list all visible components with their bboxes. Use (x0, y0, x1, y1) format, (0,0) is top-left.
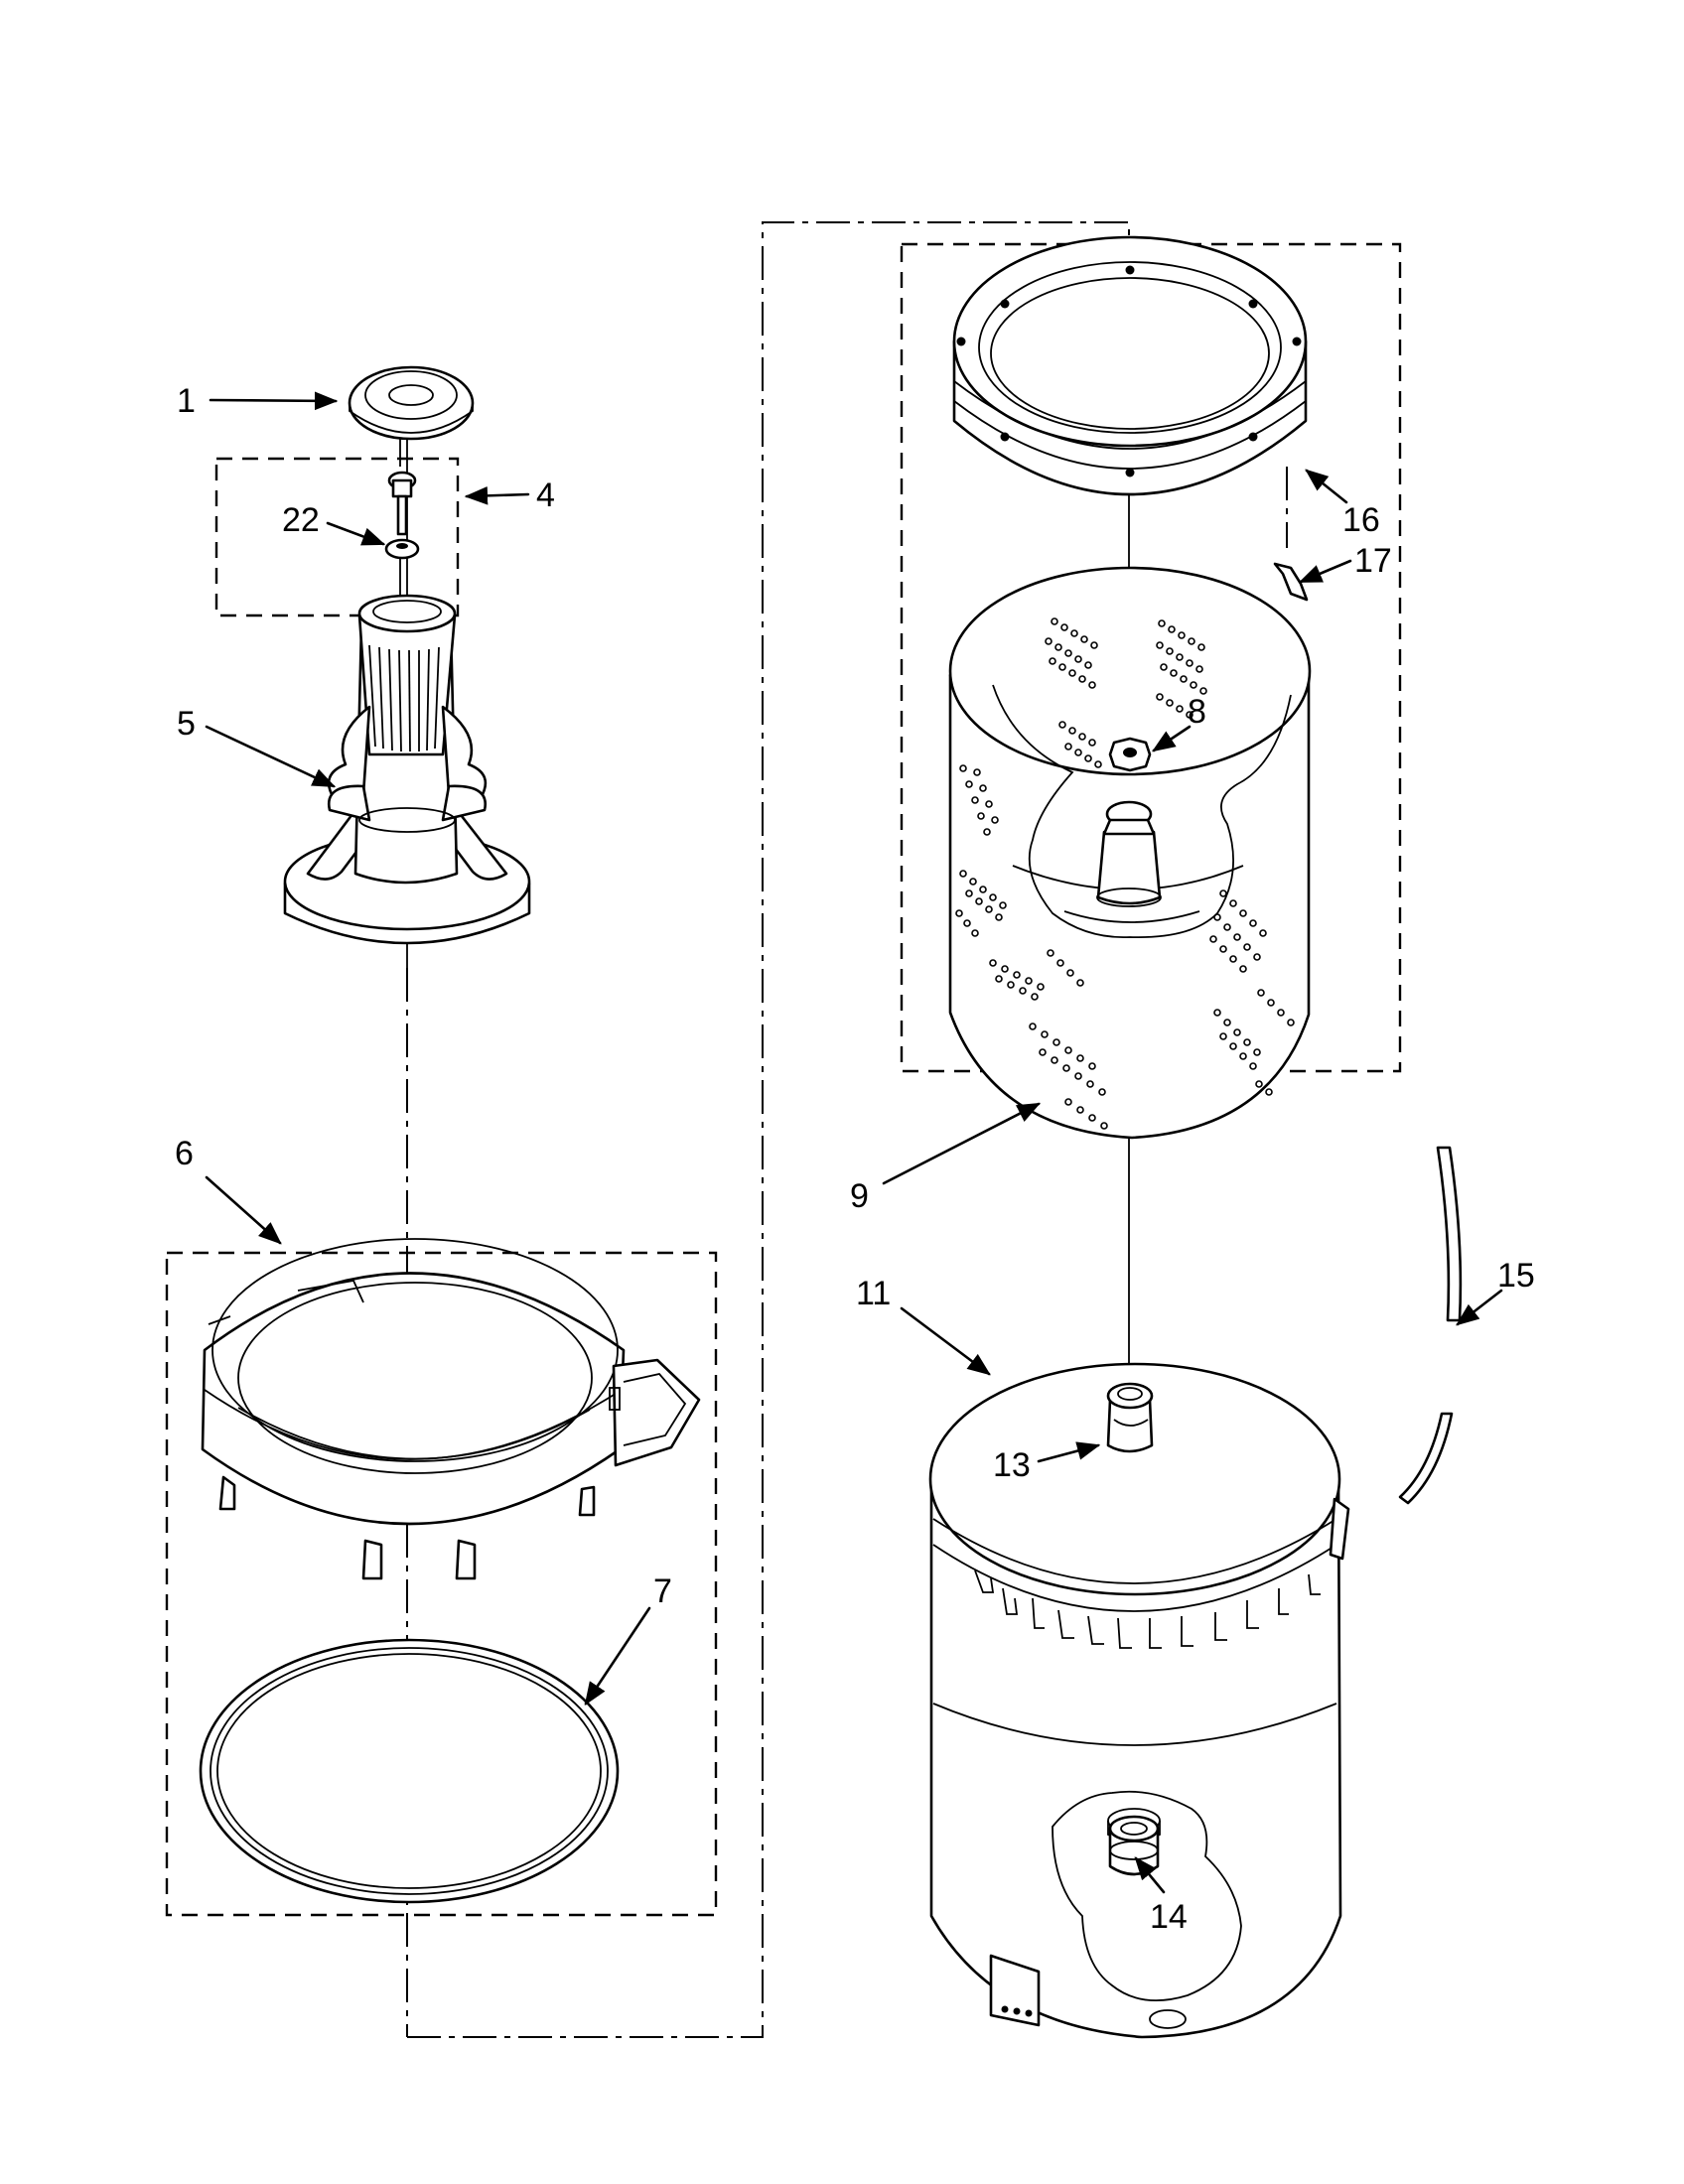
balance-ring-clip[interactable] (1273, 467, 1309, 602)
tub-ring[interactable] (201, 1238, 701, 1580)
label-9: 9 (850, 1177, 869, 1215)
bolt-kit-group-box (214, 457, 460, 617)
agitator-bolt[interactable] (387, 471, 417, 536)
label-13: 13 (993, 1446, 1031, 1484)
label-1: 1 (177, 382, 196, 420)
label-6: 6 (175, 1135, 194, 1172)
tub-seal-bearing[interactable] (1106, 1382, 1154, 1453)
label-4: 4 (536, 477, 555, 514)
callout-arrows (205, 391, 1503, 1894)
label-7: 7 (653, 1572, 672, 1610)
agitator[interactable] (283, 594, 531, 945)
callout-labels: 1 4 22 5 6 7 16 17 8 9 15 11 13 14 (175, 382, 1535, 1936)
outer-tub[interactable] (928, 1362, 1350, 2039)
drain-hose[interactable] (1398, 1146, 1463, 1505)
balance-ring[interactable] (952, 235, 1308, 496)
wash-basket[interactable] (948, 566, 1312, 1140)
tub-ring-group-box (165, 1251, 718, 1917)
label-11: 11 (856, 1275, 891, 1312)
label-15: 15 (1497, 1257, 1535, 1295)
agitator-cap[interactable] (348, 365, 475, 441)
label-16: 16 (1342, 501, 1380, 539)
label-22: 22 (282, 501, 320, 539)
bolt-washer[interactable] (384, 538, 420, 560)
label-17: 17 (1354, 542, 1392, 580)
tub-ring-seal[interactable] (199, 1638, 620, 1904)
label-8: 8 (1188, 693, 1206, 731)
label-14: 14 (1150, 1898, 1188, 1936)
basket-drive-nut[interactable] (1108, 737, 1152, 772)
tub-drain-outlet[interactable] (1108, 1815, 1160, 1876)
label-5: 5 (177, 705, 196, 743)
